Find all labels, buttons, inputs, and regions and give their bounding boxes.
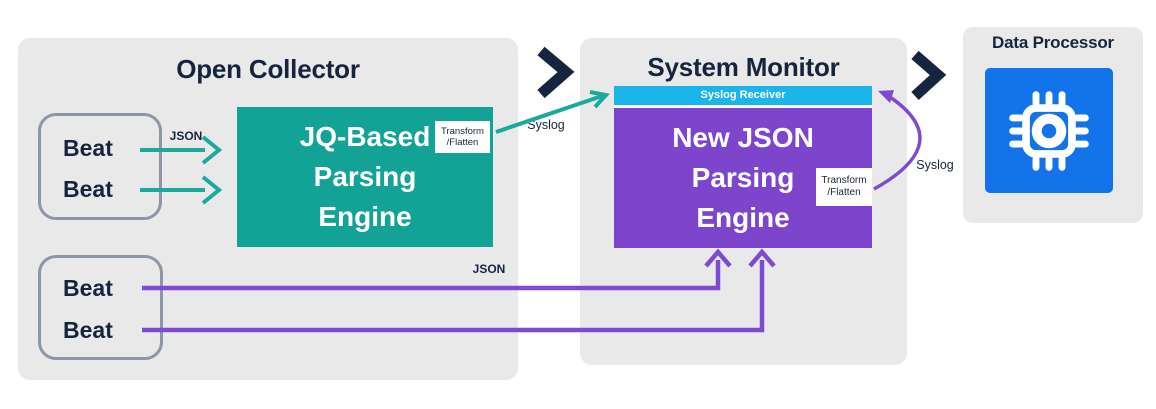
beat-group-bottom: Beat Beat [38,255,163,360]
engine-title-line: New JSON [672,122,814,153]
transform-flatten-badge: Transform /Flatten [816,168,872,206]
beat-node: Beat [63,317,113,343]
engine-title-line: Parsing [313,161,417,192]
chevron-right-icon [537,46,575,99]
badge-line: /Flatten [827,187,861,198]
chevron-right-icon [911,50,947,101]
json-label-bottom: JSON [472,262,506,276]
engine-title-line: Engine [318,201,412,232]
data-processor-title: Data Processor [992,33,1114,52]
syslog-label-loop: Syslog [916,158,954,172]
engine-title-line: JQ-Based [299,121,431,152]
syslog-label-mid: Syslog [527,118,565,132]
badge-line: Transform [441,125,484,137]
beat-node: Beat [63,176,113,202]
beat-node: Beat [63,275,113,301]
json-label-top: JSON [169,129,203,143]
beat-node: Beat [63,135,113,161]
transform-flatten-badge: Transform /Flatten [435,121,490,153]
engine-title-line: Parsing [691,162,795,193]
open-collector-title: Open Collector [176,54,360,84]
system-monitor-title: System Monitor [647,52,840,82]
badge-line: /Flatten [446,137,479,148]
badge-line: Transform [821,175,867,186]
data-processor-tile [985,68,1113,193]
beat-group-top: Beat Beat [38,113,162,220]
syslog-receiver-bar: Syslog Receiver [614,86,872,105]
syslog-receiver-label: Syslog Receiver [700,89,786,101]
cpu-chip-icon [1009,90,1089,171]
engine-title-line: Engine [696,202,790,233]
